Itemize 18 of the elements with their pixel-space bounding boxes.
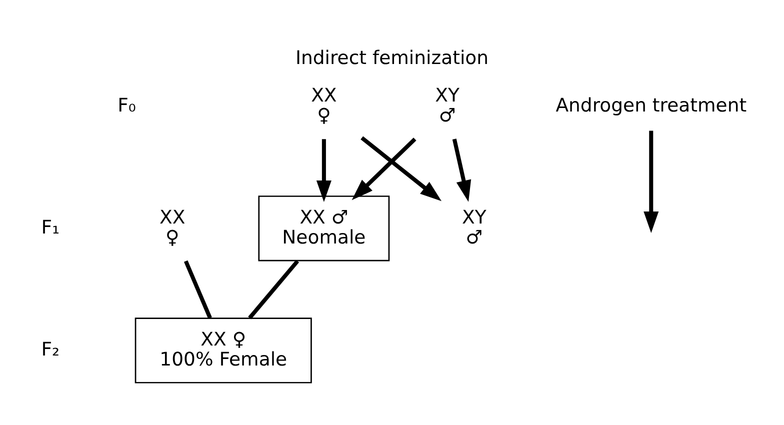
diagram-title: Indirect feminization: [295, 47, 489, 68]
arrow: [452, 138, 472, 202]
node-box: XX ♂ Neomale: [258, 195, 390, 261]
node-text: Androgen treatment: [556, 94, 747, 116]
connector: [248, 259, 300, 319]
label: F₂: [41, 338, 60, 360]
connector: [184, 260, 212, 318]
node-text: XY ♂: [462, 206, 486, 248]
node-box: XX ♀ 100% Female: [134, 317, 312, 383]
node-text: XX ♀: [311, 84, 337, 126]
label: F₀: [118, 94, 136, 116]
arrow: [644, 130, 659, 232]
node-text: XY ♂: [435, 84, 460, 126]
node-text: XX ♀: [160, 206, 186, 248]
label: F₁: [41, 216, 60, 238]
arrow: [352, 137, 416, 200]
arrow: [360, 136, 442, 201]
arrow: [316, 138, 332, 202]
